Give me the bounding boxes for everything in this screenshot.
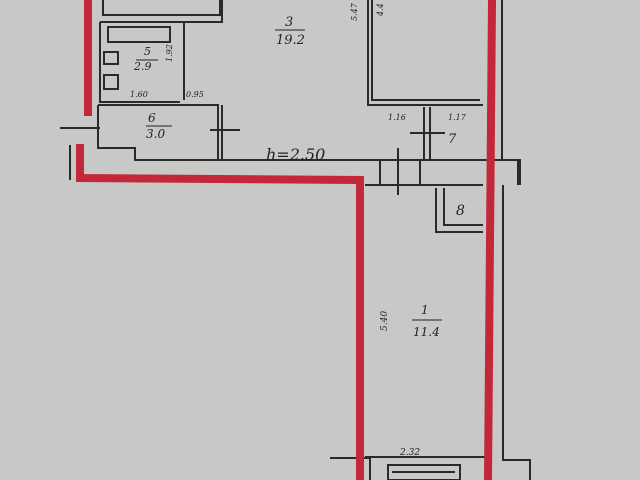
dim-bath-length: 1.92: [165, 44, 174, 62]
svg-text:11.4: 11.4: [413, 325, 440, 339]
room-6-label: 6 3.0: [146, 111, 172, 141]
dim-closet-left: 1.16: [388, 113, 406, 122]
dim-room1-width: 2.32: [399, 448, 420, 458]
svg-text:19.2: 19.2: [276, 33, 305, 48]
dim-top-room-side: 4.4: [376, 3, 385, 17]
svg-text:3: 3: [285, 15, 293, 30]
room-7-label: 7: [448, 132, 457, 147]
room-8-label: 8: [456, 203, 465, 219]
dim-room1-length: 5.40: [380, 311, 390, 331]
svg-text:2.9: 2.9: [133, 60, 152, 73]
dim-top-wall: 5.47: [350, 2, 359, 21]
dim-door: 0.95: [186, 90, 204, 99]
room-5-label: 5 2.9: [133, 45, 158, 73]
svg-text:6: 6: [148, 111, 156, 125]
dim-bath-width: 1.60: [130, 90, 148, 99]
apartment-outline: [76, 0, 497, 480]
room-1-label: 1 11.4: [412, 303, 442, 339]
dim-closet-right: 1.17: [448, 113, 467, 122]
svg-text:5: 5: [144, 45, 151, 58]
ceiling-height: h=2.50: [266, 145, 325, 164]
walls: [60, 0, 531, 480]
svg-text:1: 1: [421, 303, 429, 317]
room-3-label: 3 19.2: [275, 15, 305, 48]
svg-text:3.0: 3.0: [146, 127, 165, 141]
